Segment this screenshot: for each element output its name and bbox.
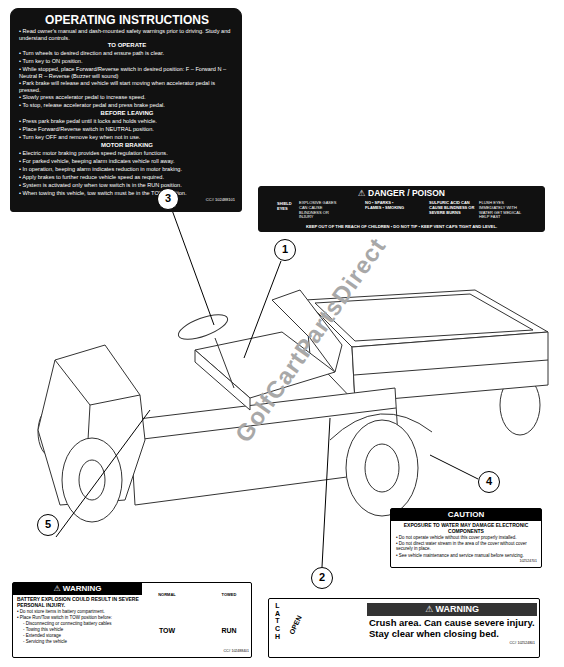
decal-text: • For parked vehicle, beeping alarm indi…	[19, 158, 235, 165]
decal-text: • Place Forward/Reverse switch in NEUTRA…	[19, 126, 235, 133]
decal-text: • Read owner's manual and dash-mounted s…	[19, 28, 235, 41]
decal-text: SULFURIC ACID CAN CAUSE BLINDNESS OR SEV…	[429, 201, 475, 215]
decal-text: • Turn wheels to desired direction and e…	[19, 50, 235, 57]
decal-text: 102524701	[481, 559, 537, 563]
callout-circle: 4	[478, 471, 500, 493]
decal-text: CC# 102488101	[19, 198, 235, 203]
callout-circle: 2	[311, 567, 333, 589]
decal-text: BEFORE LEAVING	[19, 110, 235, 117]
caution-decal: CAUTIONEXPOSURE TO WATER MAY DAMAGE ELEC…	[390, 508, 542, 568]
decal-text: EXPLOSIVE GASES CAN CAUSE BLINDNESS OR I…	[299, 201, 341, 220]
decal-text: • In operation, beeping alarm indicates …	[19, 166, 235, 173]
decal-text: - Towing this vehicle	[23, 627, 141, 632]
decal-text: SHIELD EYES	[277, 202, 297, 212]
decal-text: BATTERY EXPLOSION COULD RESULT IN SEVERE…	[17, 596, 141, 608]
decal-text: CC# 102488401	[181, 649, 249, 653]
decal-text: • Press park brake pedal until it locks …	[19, 118, 235, 125]
decal-text: TOWED	[209, 593, 249, 598]
decal-text: • Apply brakes to further reduce vehicle…	[19, 174, 235, 181]
decal-text: • Place Run/Tow switch in TOW position b…	[17, 615, 141, 620]
decal-text: - Disconnecting or connecting battery ca…	[23, 621, 141, 626]
decal-text: CAUTION	[391, 509, 541, 521]
callout-number: 5	[38, 518, 58, 531]
operating-instructions-decal: OPERATING INSTRUCTIONS• Read owner's man…	[10, 8, 242, 212]
decal-text: TOW	[147, 627, 187, 635]
decal-text: OPERATING INSTRUCTIONS	[11, 13, 243, 27]
decal-text: - Servicing the vehicle	[23, 639, 141, 644]
decal-text: EXPOSURE TO WATER MAY DAMAGE ELECTRONIC …	[395, 522, 537, 534]
decal-text: LATCH	[274, 602, 281, 640]
callout-number: 4	[479, 475, 499, 488]
callout-number: 3	[158, 192, 178, 205]
callout-circle: 1	[274, 239, 296, 261]
decal-text: • Do not operate vehicle without this co…	[396, 535, 536, 540]
decal-text: • When towing this vehicle, tow switch m…	[19, 190, 235, 197]
callout-circle: 3	[157, 188, 179, 210]
decal-text: OPEN	[286, 610, 306, 641]
callout-number: 2	[312, 571, 332, 584]
decal-text: ⚠ DANGER / POISON	[259, 188, 544, 198]
decal-text: RUN	[209, 627, 249, 635]
decal-text: • While stopped, place Forward/Reverse s…	[19, 66, 235, 79]
decal-text: • Turn key to ON position.	[19, 58, 235, 65]
callout-circle: 5	[37, 514, 59, 536]
decal-text: NO • SPARKS • FLAMES • SMOKING	[365, 201, 407, 211]
decal-text: Crush area. Can cause severe injury. Sta…	[369, 617, 535, 640]
decal-text: • Slowly press accelerator pedal to incr…	[19, 94, 235, 101]
decal-text: NORMAL	[147, 593, 187, 598]
decal-text: CC# 102524801	[465, 641, 535, 645]
decal-text: ⚠ WARNING	[367, 603, 537, 616]
decal-text: FLUSH EYES IMMEDIATELY WITH WATER GET ME…	[479, 201, 523, 220]
decal-text: • Do not store items in battery compartm…	[17, 609, 141, 614]
battery-warning-decal: ⚠ WARNINGBATTERY EXPLOSION COULD RESULT …	[12, 582, 252, 658]
danger-poison-decal: ⚠ DANGER / POISON SHIELD EYESEXPLOSIVE GA…	[258, 186, 545, 232]
decal-text: • Turn key OFF and remove key when not i…	[19, 134, 235, 141]
decal-text: • System is activated only when tow swit…	[19, 182, 235, 189]
decal-text: • Electric motor braking provides speed …	[19, 150, 235, 157]
decal-text: - Extended storage	[23, 633, 141, 638]
decal-text: TO OPERATE	[19, 42, 235, 49]
decal-text: ⚠ WARNING	[13, 583, 142, 595]
callout-number: 1	[275, 243, 295, 256]
decal-text: KEEP OUT OF THE REACH OF CHILDREN • DO N…	[261, 224, 542, 229]
decal-text: • Park brake will release and vehicle wi…	[19, 80, 235, 93]
decal-text: • To stop, release accelerator pedal and…	[19, 102, 235, 109]
decal-text: MOTOR BRAKING	[19, 142, 235, 149]
crush-warning-decal: LATCH OPEN ⚠ WARNINGCrush area. Can cause …	[268, 598, 540, 658]
decal-text: • Do not direct water stream in the area…	[396, 541, 536, 552]
decal-text: • See vehicle maintenance and service ma…	[396, 553, 536, 558]
